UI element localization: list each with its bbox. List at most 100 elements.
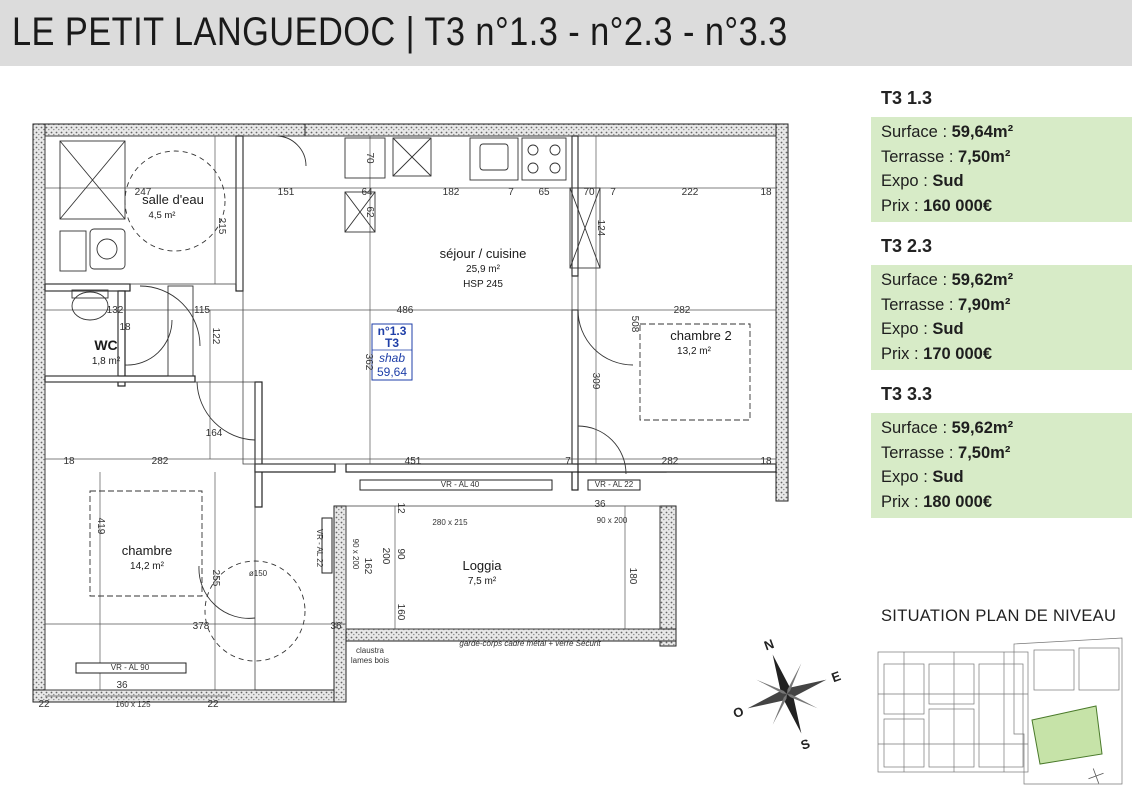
expo-label: Expo :: [881, 468, 933, 486]
dim: 18: [760, 456, 772, 467]
dim: 280 x 215: [432, 518, 468, 527]
dim: 419: [95, 518, 106, 535]
surface-row: Surface : 59,62m²: [881, 416, 1132, 441]
prix-value: 180 000€: [923, 492, 992, 511]
unit-block: T3 2.3 Surface : 59,62m² Terrasse : 7,90…: [871, 228, 1132, 370]
dim: 90 x 200: [351, 539, 360, 570]
dim: 22: [38, 699, 50, 710]
dim: 90 x 200: [597, 516, 628, 525]
room-wc: WC: [94, 337, 117, 353]
surface-row: Surface : 59,64m²: [881, 120, 1132, 145]
prix-label: Prix :: [881, 196, 924, 215]
unit-name: T3 2.3: [881, 236, 933, 256]
expo-label: Expo :: [881, 172, 933, 190]
surface-value: 59,62m²: [951, 271, 1014, 289]
compass-north: N: [762, 636, 776, 653]
compass-rose: N E S O: [731, 636, 843, 753]
dim: 180: [627, 568, 638, 585]
dim: 36: [116, 680, 128, 691]
room-chambre2: chambre 2: [670, 328, 731, 343]
room-sejour-hsp: HSP 245: [463, 279, 503, 290]
unit-tag-label: shab: [379, 351, 405, 365]
unit-name: T3 3.3: [881, 384, 933, 404]
room-chambre: chambre: [122, 543, 173, 558]
wardrobe: [569, 187, 601, 269]
terrasse-value: 7,50m²: [958, 443, 1011, 462]
dim: 151: [278, 187, 295, 198]
room-salle-deau-area: 4,5 m²: [149, 210, 176, 221]
dim: 362: [363, 354, 374, 371]
prix-value: 170 000€: [923, 344, 992, 363]
prix-row: Prix : 180 000€: [881, 490, 1132, 515]
dim: 18: [63, 456, 75, 467]
room-salle-deau: salle d'eau: [142, 192, 204, 207]
dim: 282: [152, 456, 169, 467]
unit-tag-type: T3: [385, 336, 399, 350]
dim: 282: [662, 456, 679, 467]
expo-value: Sud: [932, 320, 964, 338]
surface-label: Surface :: [881, 419, 952, 437]
dim: 115: [194, 305, 210, 316]
cabinet: [344, 191, 376, 233]
room-labels: salle d'eau 4,5 m² séjour / cuisine 25,9…: [92, 192, 732, 587]
wc-cabinet: [167, 285, 194, 377]
dim: 200: [380, 548, 391, 565]
dim: 124: [595, 220, 606, 237]
dim: 182: [443, 187, 460, 198]
dim: 7: [565, 456, 571, 467]
prix-label: Prix :: [881, 344, 924, 363]
dim: 7: [610, 187, 616, 198]
dim: ø150: [249, 569, 268, 578]
bed-2: [639, 323, 751, 421]
compass-west: O: [731, 703, 746, 721]
terrasse-label: Terrasse :: [881, 147, 959, 166]
dim: 255: [210, 570, 221, 587]
room-wc-area: 1,8 m²: [92, 356, 121, 367]
surface-row: Surface : 59,62m²: [881, 268, 1132, 293]
expo-label: Expo :: [881, 320, 933, 338]
dim: 70: [364, 152, 375, 164]
washbasin: [89, 228, 126, 270]
dim: 247: [135, 187, 152, 198]
window-label: VR - AL 40: [441, 480, 480, 489]
interior-walls: [44, 135, 777, 508]
fixtures: [59, 137, 751, 597]
dim: 215: [216, 218, 227, 235]
situation-map: [877, 637, 1123, 785]
dim: 65: [538, 187, 550, 198]
dim: 18: [119, 322, 131, 333]
toilet: [71, 291, 109, 321]
terrasse-row: Terrasse : 7,50m²: [881, 441, 1132, 466]
expo-row: Expo : Sud: [881, 317, 1132, 342]
vertical-dimension-labels: 215 70 62 124 122 508 362 309 419 255 20…: [95, 152, 640, 620]
dim: 309: [590, 373, 601, 390]
unit-details: Surface : 59,64m² Terrasse : 7,50m² Expo…: [871, 117, 1132, 222]
compass-south: S: [799, 736, 813, 753]
window-label: VR - AL 22: [315, 529, 324, 568]
window-label: VR - AL 90: [111, 663, 150, 672]
oven: [392, 137, 432, 177]
unit-tag-num: n°1.3: [378, 324, 407, 338]
dimension-labels: 247 151 64 182 7 65 70 7 222 18 132 18 1…: [38, 187, 772, 710]
expo-value: Sud: [932, 172, 964, 190]
terrasse-row: Terrasse : 7,50m²: [881, 145, 1132, 170]
surface-label: Surface :: [881, 123, 952, 141]
unit-details: Surface : 59,62m² Terrasse : 7,50m² Expo…: [871, 413, 1132, 518]
dim: 22: [207, 699, 219, 710]
expo-value: Sud: [932, 468, 964, 486]
annotation-labels: VR - AL 40 VR - AL 22 VR - AL 22 VR - AL…: [111, 480, 634, 672]
unit-tag: n°1.3 T3 shab 59,64: [371, 323, 413, 381]
unit-block: T3 1.3 Surface : 59,64m² Terrasse : 7,50…: [871, 80, 1132, 222]
terrasse-row: Terrasse : 7,90m²: [881, 293, 1132, 318]
dim: 36: [594, 499, 606, 510]
terrasse-label: Terrasse :: [881, 295, 959, 314]
claustra-label: lames bois: [351, 656, 389, 665]
dim: 12: [395, 502, 406, 514]
dim: 132: [107, 305, 124, 316]
situation-title: SITUATION PLAN DE NIVEAU: [881, 607, 1117, 625]
exterior-walls: [32, 123, 789, 703]
surface-label: Surface :: [881, 271, 952, 289]
unit-tag-value: 59,64: [377, 365, 407, 379]
room-loggia: Loggia: [462, 558, 502, 573]
room-chambre2-area: 13,2 m²: [677, 346, 712, 357]
